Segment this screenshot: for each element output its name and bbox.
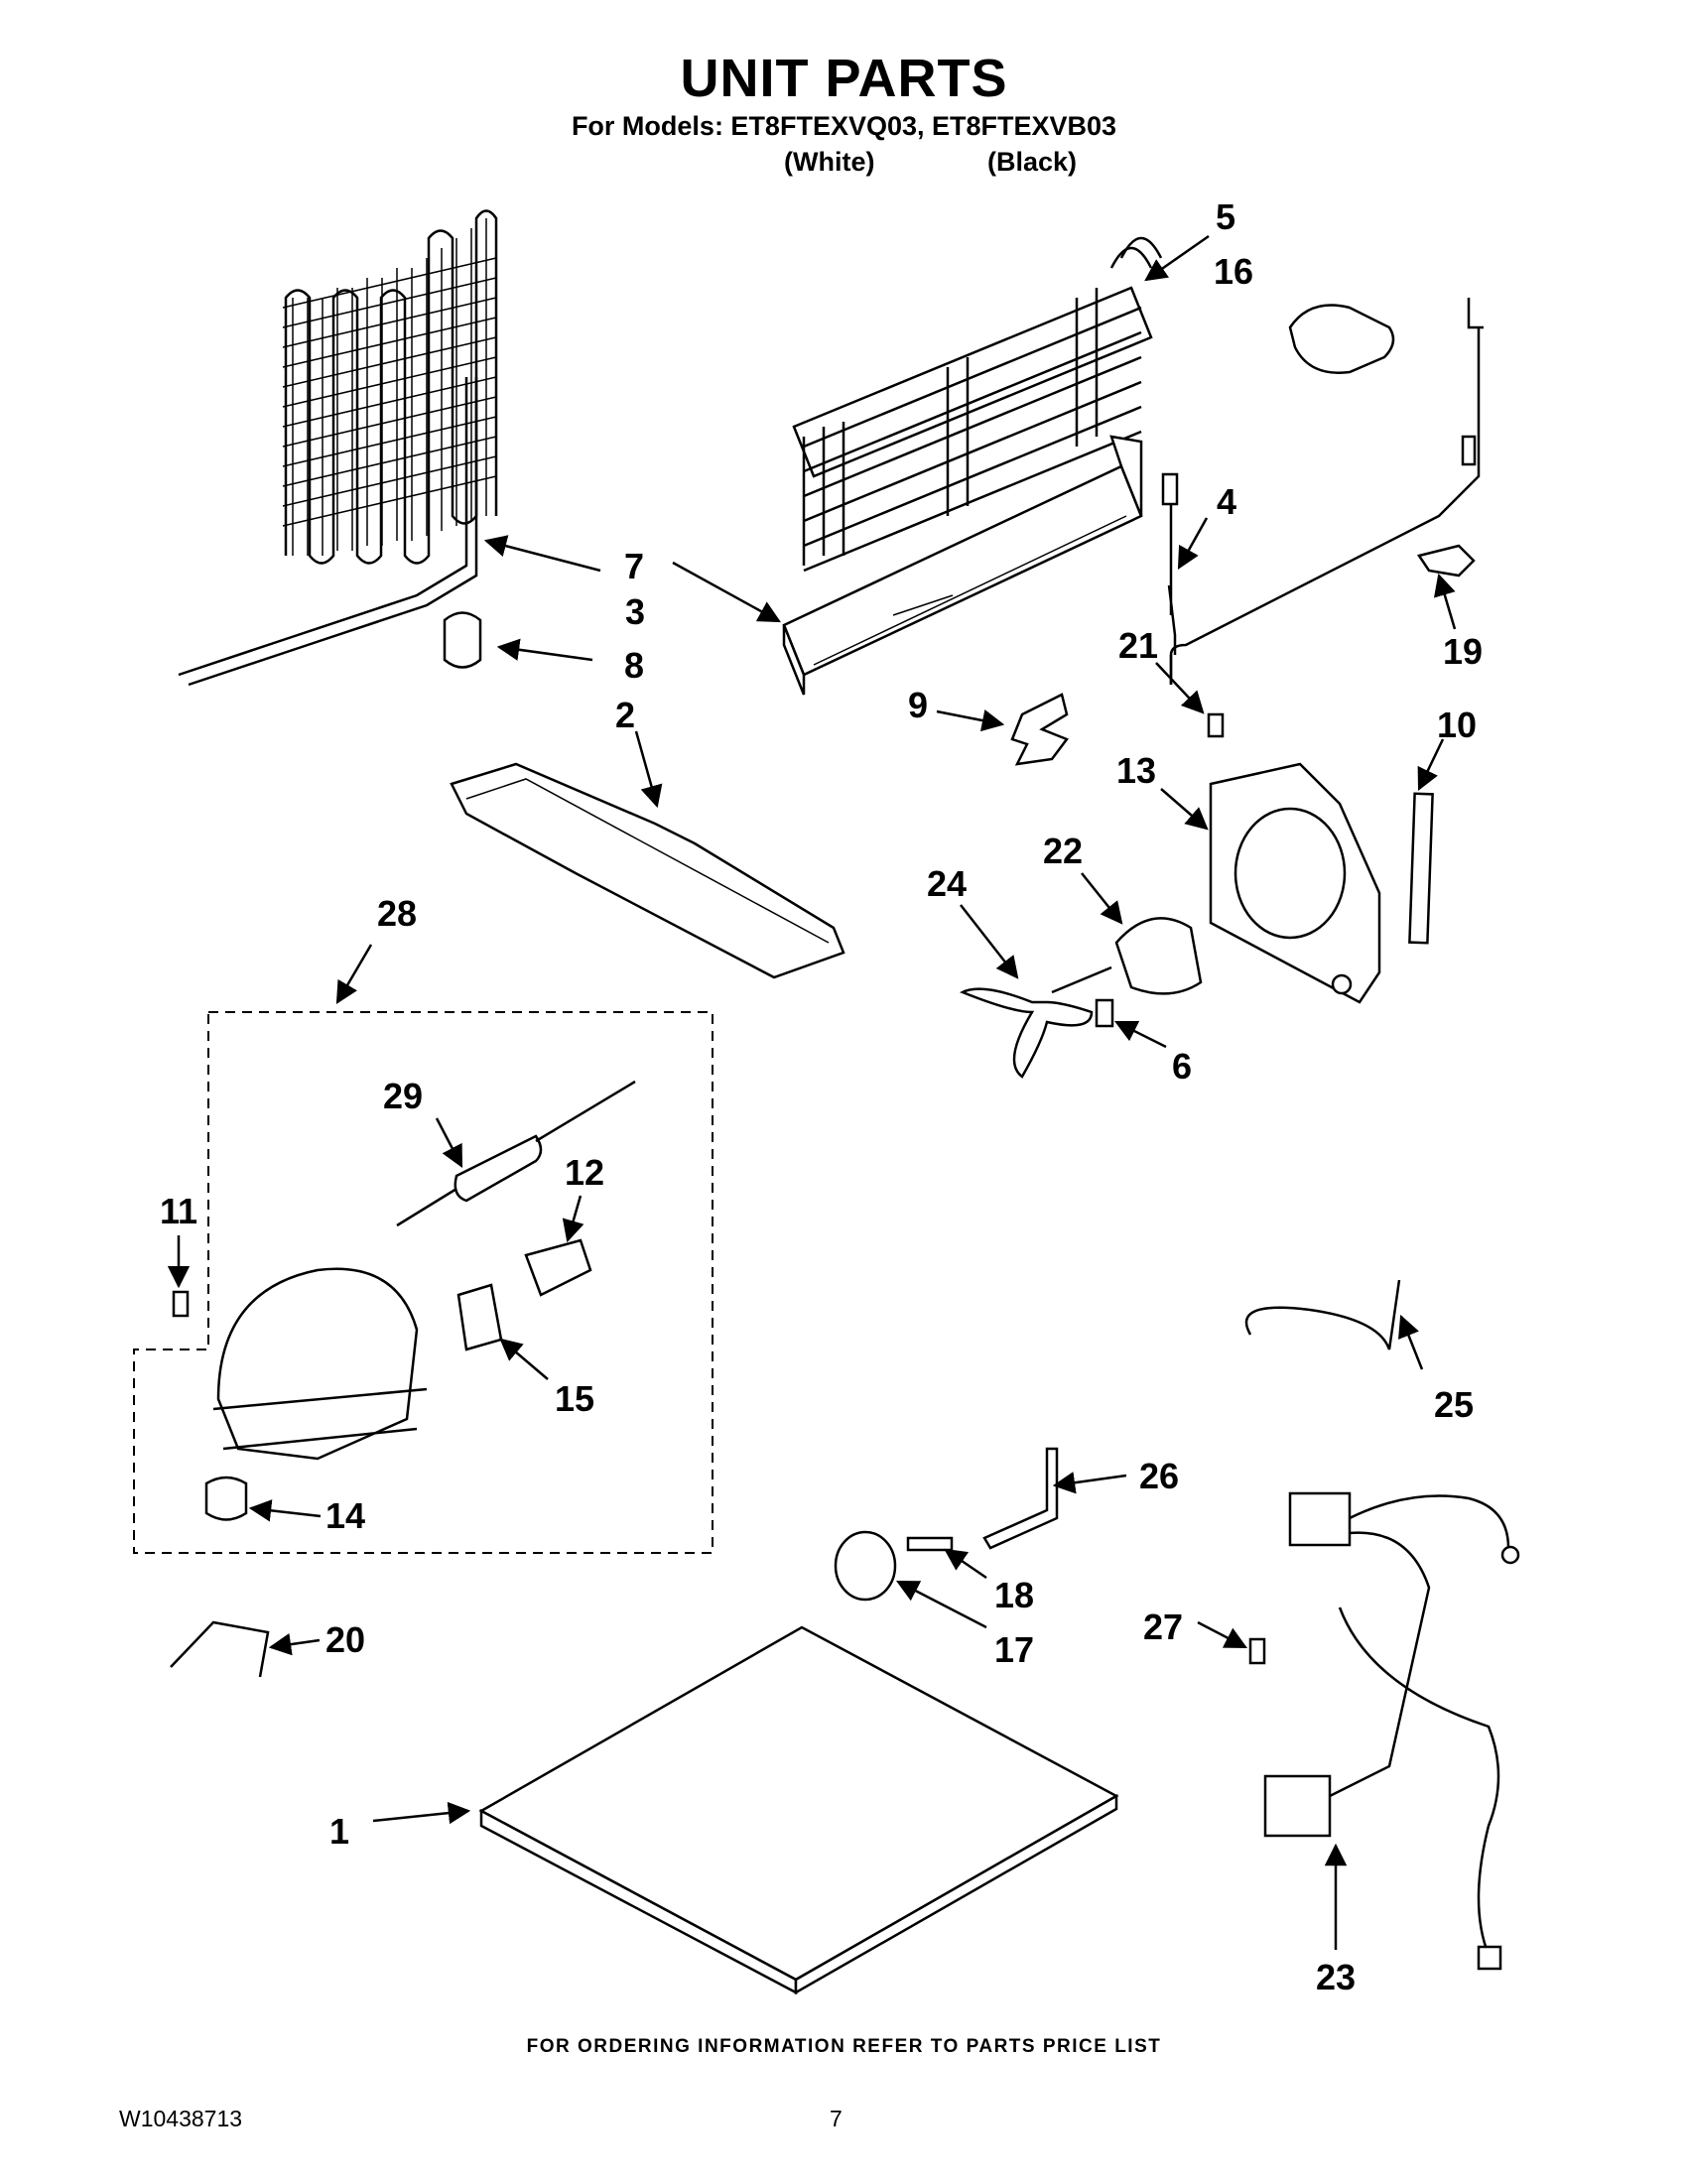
clip-part	[1416, 544, 1476, 578]
callout-15: 15	[555, 1378, 594, 1419]
start-relay-part	[456, 1283, 503, 1351]
models-line: For Models: ET8FTEXVQ03, ET8FTEXVB03	[571, 111, 1117, 141]
callout-27: 27	[1143, 1606, 1183, 1647]
callout-21: 21	[1118, 625, 1158, 666]
callout-1: 1	[329, 1811, 349, 1852]
callout-6: 6	[1172, 1046, 1192, 1087]
drain-trough-part	[782, 435, 1143, 696]
page-title: UNIT PARTS	[680, 49, 1008, 108]
callout-19: 19	[1443, 631, 1483, 672]
callout-29: 29	[383, 1076, 423, 1116]
roller-part	[834, 1530, 897, 1602]
wire-clip-part	[170, 1620, 270, 1678]
callout-26: 26	[1139, 1456, 1179, 1496]
screw-21-part	[1207, 712, 1225, 738]
callout-3: 3	[625, 591, 645, 632]
callout-22: 22	[1043, 831, 1083, 871]
callout-5: 5	[1216, 196, 1235, 237]
callout-28: 28	[377, 893, 417, 934]
fan-motor-part	[1051, 917, 1203, 995]
spacer-part	[443, 611, 482, 669]
callout-numbers: 1 2 3 4 5 6 7 8 9 10 11 12 13 14 15 16 1…	[160, 196, 1483, 1997]
callout-10: 10	[1437, 705, 1477, 745]
callout-12: 12	[565, 1152, 604, 1193]
callout-17: 17	[994, 1629, 1034, 1670]
callout-8: 8	[624, 645, 644, 686]
callout-4: 4	[1217, 481, 1236, 522]
condenser-coil-part	[178, 209, 498, 687]
wire-harness-part	[1263, 1491, 1520, 1971]
callout-16: 16	[1214, 251, 1253, 292]
callout-7: 7	[624, 546, 644, 586]
base-part	[478, 1625, 1119, 1995]
gasket-strip-part	[1408, 792, 1434, 945]
ordering-note: FOR ORDERING INFORMATION REFER TO PARTS …	[526, 2036, 1162, 2057]
color-white-label: (White)	[784, 147, 875, 177]
callout-11: 11	[160, 1191, 197, 1231]
callout-24: 24	[927, 863, 967, 904]
callout-2: 2	[615, 695, 635, 735]
callout-18: 18	[994, 1575, 1034, 1615]
callout-23: 23	[1316, 1957, 1356, 1997]
drain-pan-part	[450, 762, 845, 979]
fan-shroud-part	[1209, 762, 1381, 1004]
callout-9: 9	[908, 685, 928, 725]
callout-14: 14	[325, 1495, 365, 1536]
callout-13: 13	[1116, 750, 1156, 791]
leader-arrows	[167, 234, 1457, 1950]
color-black-label: (Black)	[987, 147, 1078, 177]
drier-part	[396, 1080, 636, 1227]
thermistor-part	[1161, 298, 1484, 685]
tube-25-part	[1244, 1279, 1401, 1350]
page-number: 7	[830, 2106, 843, 2131]
screw-27-part	[1248, 1637, 1266, 1665]
fan-blade-part	[959, 987, 1094, 1079]
screw-11-part	[172, 1290, 190, 1318]
cover-part	[1288, 304, 1395, 374]
callout-20: 20	[325, 1619, 365, 1660]
compressor-part	[212, 1267, 428, 1461]
evaporator-part	[792, 236, 1163, 573]
screw-6-part	[1095, 998, 1114, 1028]
kit-boundary	[133, 1011, 714, 1554]
overload-part	[524, 1238, 592, 1297]
bracket-part	[1010, 693, 1069, 766]
tube-26-part	[982, 1447, 1059, 1550]
axle-pin-part	[906, 1536, 954, 1552]
document-id: W10438713	[119, 2106, 243, 2131]
callout-25: 25	[1434, 1384, 1474, 1425]
grommet-part	[204, 1476, 248, 1521]
